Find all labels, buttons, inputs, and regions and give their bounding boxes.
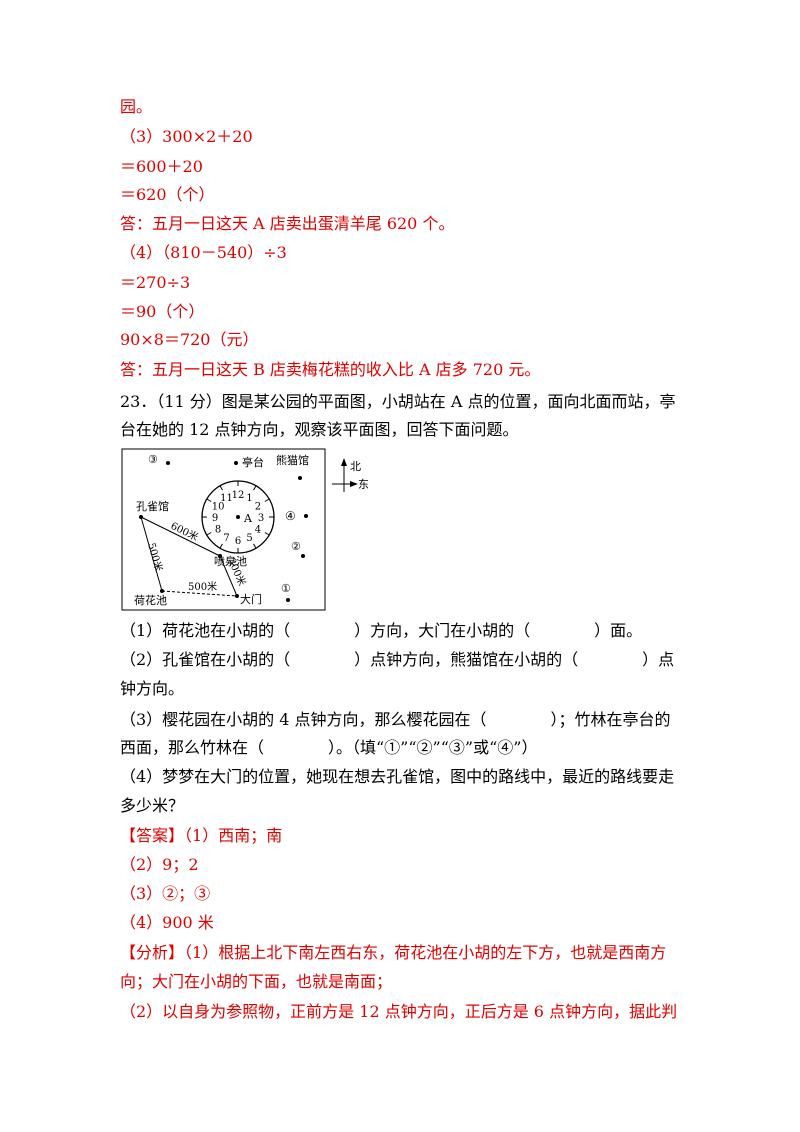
clock-number: 3: [258, 513, 264, 524]
text-line: （3）300×2＋20: [120, 127, 253, 146]
text-line: 园。: [120, 97, 153, 116]
route-kongque-penquan: [140, 516, 221, 557]
map-border: [121, 448, 326, 611]
marker-2: ②: [291, 540, 301, 553]
clock-tick: [206, 532, 212, 536]
east-label: 东: [358, 478, 368, 491]
answer-tag: 【答案】: [120, 826, 185, 845]
answer-text: （2）9；2: [120, 855, 199, 874]
analysis-text: （1）根据上北下南左西右东，荷花池在小胡的左下方，也就是西南方: [184, 943, 667, 962]
marker-3-dot: [166, 461, 170, 465]
text-line: 答：五月一日这天 B 店卖梅花糕的收入比 A 店多 720 元。: [120, 360, 541, 379]
analysis-text: （2）以自身为参照物，正前方是 12 点钟方向，正后方是 6 点钟方向，据此判: [120, 1002, 678, 1021]
text-line: （4）（810－540）÷3: [120, 243, 287, 262]
clock-number: 5: [246, 533, 252, 544]
analysis-text: 向；大门在小胡的下面，也就是南面；: [120, 972, 393, 991]
marker-2-dot: [301, 554, 305, 558]
tingtai-label: 亭台: [242, 455, 264, 469]
marker-3: ③: [148, 453, 158, 466]
text-line: 90×8＝720（元）: [120, 330, 259, 349]
clock-number: 9: [212, 513, 218, 524]
text-line: ＝620（个）: [120, 185, 215, 204]
text-line: ＝90（个）: [120, 302, 205, 321]
dist-600: 600米: [169, 519, 201, 543]
question-part: （1）荷花池在小胡的（ ）方向，大门在小胡的（ ）面。: [120, 621, 643, 640]
marker-1-dot: [286, 598, 290, 602]
north-label: 北: [350, 460, 361, 473]
question-part: 西面，那么竹林在（ ）。（填“①”“②”“③”或“④”）: [120, 738, 538, 757]
clock-ticks: [202, 481, 274, 553]
xiongmao-label: 熊猫馆: [276, 453, 309, 467]
answer-line: 【答案】（1）西南；南: [120, 826, 282, 846]
tingtai-dot: [234, 461, 238, 465]
clock-tick: [219, 543, 223, 549]
dist-500-a: 500米: [145, 541, 166, 573]
compass-icon: [332, 458, 358, 492]
a-point-dot: [236, 515, 240, 519]
clock-tick: [253, 543, 257, 549]
clock-number: 8: [215, 525, 221, 536]
marker-4: ④: [285, 509, 296, 523]
marker-4-dot: [304, 514, 308, 518]
clock-number: 12: [232, 490, 245, 501]
xiongmao-dot: [298, 476, 302, 480]
question-part: （2）孔雀馆在小胡的（ ）点钟方向，熊猫馆在小胡的（ ）点: [120, 650, 675, 669]
question-stem: 台在她的 12 点钟方向，观察该平面图，回答下面问题。: [120, 420, 519, 439]
clock-tick: [219, 485, 223, 491]
a-point-label: A: [243, 512, 253, 525]
clock-tick: [264, 532, 270, 536]
text-line: ＝600＋20: [120, 157, 203, 176]
route-penquan-damen: [219, 555, 238, 597]
question-part: （4）梦梦在大门的位置，她现在想去孔雀馆，图中的路线中，最近的路线要走: [120, 767, 675, 786]
clock-number: 7: [223, 533, 229, 544]
route-kongque-hehua: [140, 516, 163, 592]
answer-text: （3）②；③: [120, 884, 211, 903]
clock-number: 2: [255, 502, 261, 513]
kongque-label: 孔雀馆: [136, 499, 169, 513]
answer-text: （1）西南；南: [184, 826, 283, 845]
analysis-tag: 【分析】: [120, 943, 185, 962]
text-line: 答：五月一日这天 A 店卖出蛋清羊尾 620 个。: [120, 214, 455, 233]
clock-number: 6: [235, 536, 241, 547]
penquan-label: 喷泉池: [214, 554, 247, 568]
clock-tick: [253, 485, 257, 491]
clock-tick: [264, 498, 270, 502]
hehua-label: 荷花池: [134, 594, 167, 607]
question-part: 多少米？: [120, 796, 185, 815]
marker-1: ①: [281, 582, 291, 595]
dist-500-b: 500米: [188, 580, 217, 593]
text-line: ＝270÷3: [120, 273, 191, 292]
question-stem: 23．（11 分）图是某公园的平面图，小胡站在 A 点的位置，面向北面而站，亭: [120, 392, 676, 411]
clock-tick: [206, 498, 212, 502]
route-hehua-damen: [161, 590, 238, 597]
clock-number: 10: [212, 502, 225, 513]
clock-number: 1: [246, 493, 252, 504]
analysis-line: 【分析】（1）根据上北下南左西右东，荷花池在小胡的左下方，也就是西南方: [120, 943, 666, 963]
question-part: 钟方向。: [120, 679, 185, 698]
answer-text: （4）900 米: [120, 913, 214, 932]
question-part: （3）樱花园在小胡的 4 点钟方向，那么樱花园在（ ）；竹林在亭台的: [120, 710, 671, 729]
clock-number: 4: [255, 525, 261, 536]
clock-number: 11: [220, 493, 233, 504]
damen-label: 大门: [240, 592, 262, 606]
